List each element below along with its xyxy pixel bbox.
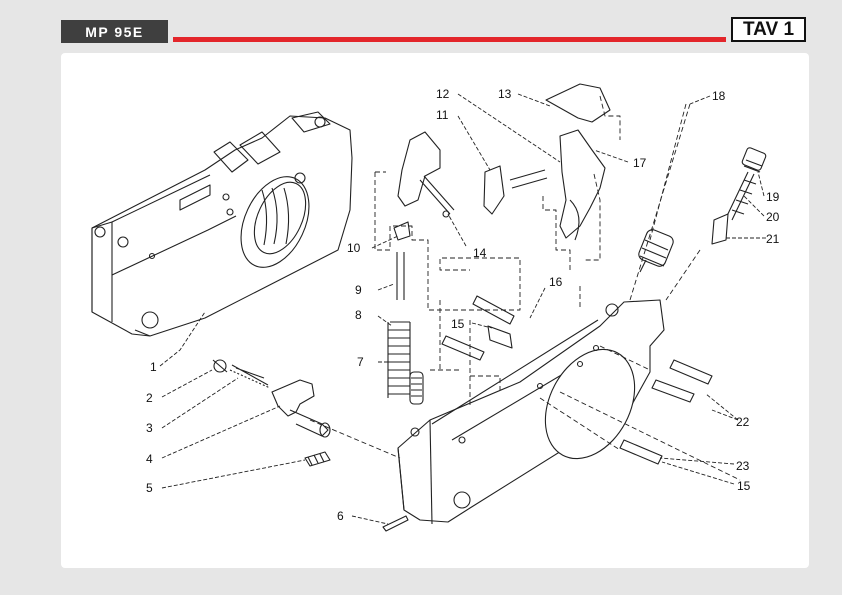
callout-15-a: 15 xyxy=(451,317,465,331)
part-springs-7-8 xyxy=(387,221,424,405)
table-label: TAV 1 xyxy=(731,17,806,42)
callout-13: 13 xyxy=(498,87,512,101)
callout-23: 23 xyxy=(736,459,750,473)
header-rule xyxy=(173,37,726,42)
model-tag: MP 95E xyxy=(61,20,168,43)
callout-15-b: 15 xyxy=(737,479,751,493)
callout-8: 8 xyxy=(355,308,362,322)
callout-10: 10 xyxy=(347,241,361,255)
callout-14: 14 xyxy=(473,246,487,260)
callout-16: 16 xyxy=(549,275,563,289)
callout-9: 9 xyxy=(355,283,362,297)
callout-22: 22 xyxy=(736,415,750,429)
part-lower-housing xyxy=(397,299,665,525)
callout-19: 19 xyxy=(766,190,780,204)
callout-12: 12 xyxy=(436,87,450,101)
callout-3: 3 xyxy=(146,421,153,435)
callout-21: 21 xyxy=(766,232,780,246)
part-selector-assembly xyxy=(212,359,331,467)
leader-lines xyxy=(159,93,766,525)
callout-1: 1 xyxy=(150,360,157,374)
callout-6: 6 xyxy=(337,509,344,523)
callout-7: 7 xyxy=(357,355,364,369)
callout-17: 17 xyxy=(633,156,647,170)
part-trigger-group xyxy=(397,83,611,241)
callout-5: 5 xyxy=(146,481,153,495)
guide-lines xyxy=(309,95,741,481)
callout-18: 18 xyxy=(712,89,726,103)
callout-2: 2 xyxy=(146,391,153,405)
callout-11: 11 xyxy=(436,108,449,122)
part-pin-6 xyxy=(382,515,409,532)
part-spring-plunger-18-21 xyxy=(638,147,767,273)
callout-4: 4 xyxy=(146,452,153,466)
callout-20: 20 xyxy=(766,210,780,224)
part-receiver-housing xyxy=(91,111,353,337)
